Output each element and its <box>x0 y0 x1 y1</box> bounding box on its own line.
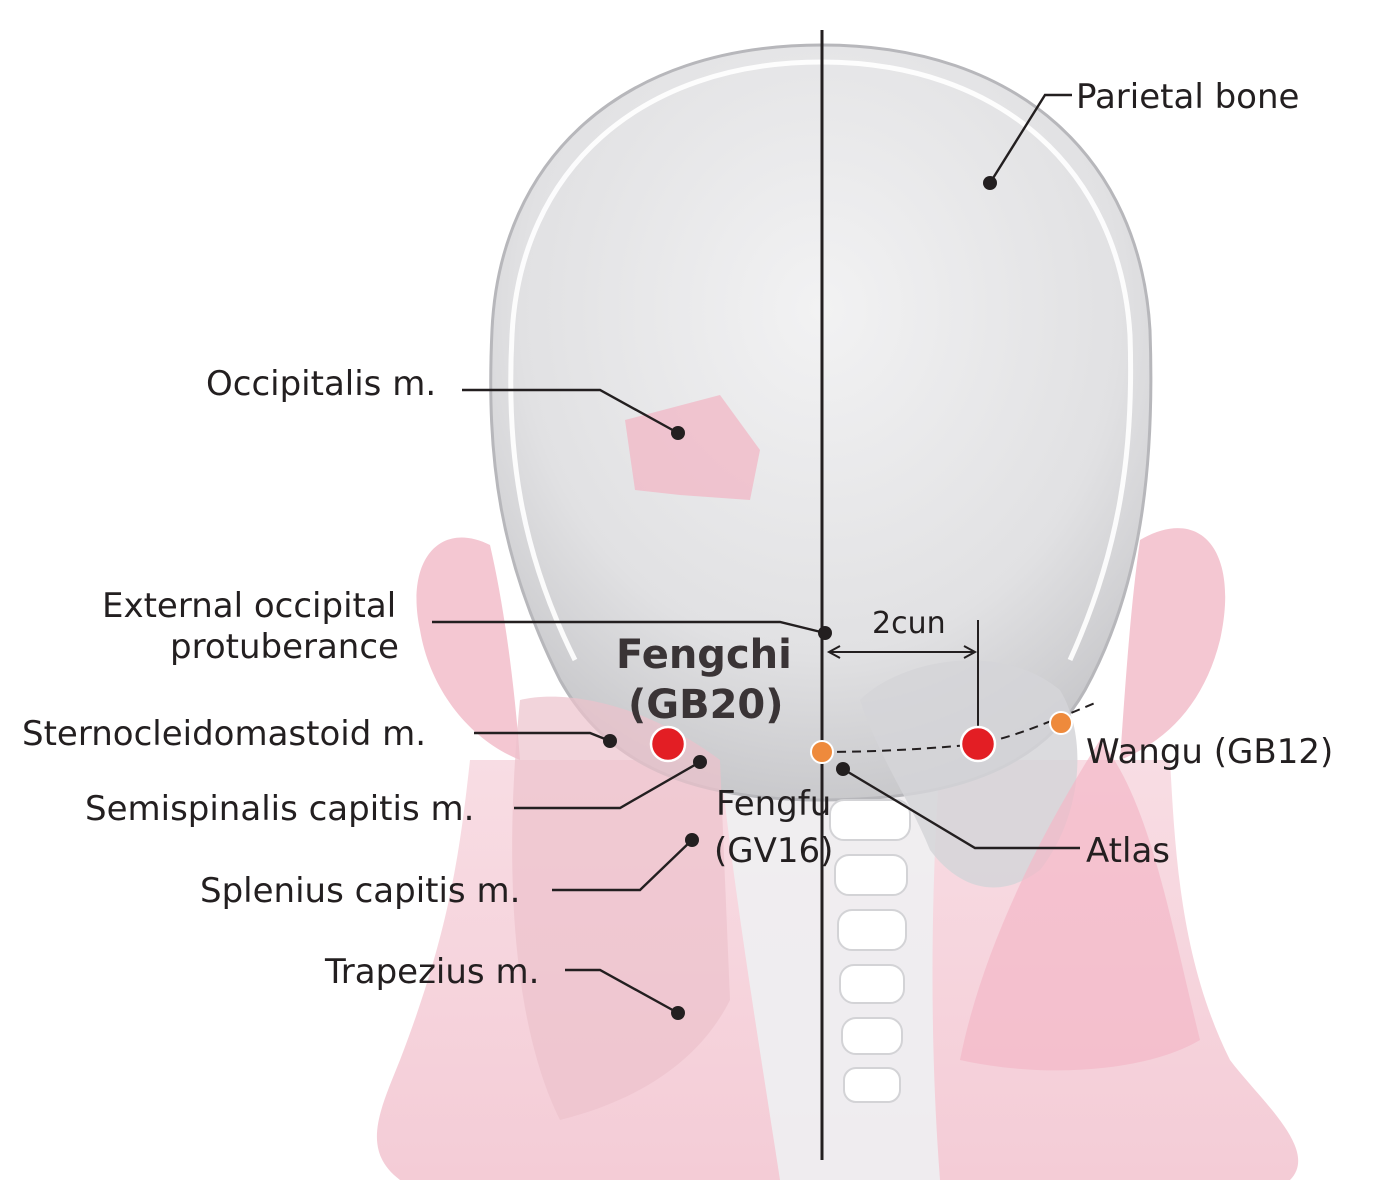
skull-rim-right <box>821 59 1134 662</box>
occipitalis-point <box>671 426 685 440</box>
left-ear <box>416 537 520 760</box>
fengfu-code-label: (GV16) <box>714 831 833 871</box>
wangu-label: Wangu (GB12) <box>1086 732 1333 772</box>
parietal-bone-label: Parietal bone <box>1076 77 1299 117</box>
cervical-vertebrae <box>829 799 911 1103</box>
skull-rim <box>508 59 823 662</box>
scm-point <box>603 734 617 748</box>
trapezius-leader <box>565 968 679 1015</box>
parietal-bone-leader <box>988 93 1072 184</box>
occipitalis-leader <box>462 388 679 435</box>
semispinalis-point <box>693 755 707 769</box>
semispinalis-leader <box>514 760 701 810</box>
parietal-bone-point <box>983 176 997 190</box>
fengchi-point-right <box>959 725 997 763</box>
fengfu-label: Fengfu <box>716 784 831 824</box>
wangu-point <box>1049 711 1073 735</box>
scm-leader <box>474 731 611 743</box>
splenius-point <box>685 833 699 847</box>
right-ear <box>1120 528 1226 760</box>
fengchi-code-label: (GB20) <box>628 682 784 728</box>
external-occipital-label-2: protuberance <box>170 627 399 667</box>
distance-arrowhead-left <box>826 645 841 659</box>
distance-arrowhead-right <box>963 645 978 659</box>
occipitalis-label: Occipitalis m. <box>206 364 436 404</box>
external-occipital-label-1: External occipital <box>102 586 396 626</box>
external-occipital-point <box>818 626 832 640</box>
fengchi-label: Fengchi <box>616 632 792 678</box>
distance-label: 2cun <box>872 606 946 641</box>
semispinalis-label: Semispinalis capitis m. <box>85 789 474 829</box>
fengchi-point-left <box>649 725 687 763</box>
splenius-leader <box>552 839 693 892</box>
fengfu-point <box>810 740 834 764</box>
scm-label: Sternocleidomastoid m. <box>22 714 426 754</box>
occipital-base <box>860 660 1078 888</box>
splenius-label: Splenius capitis m. <box>200 871 520 911</box>
right-neck-muscles <box>960 740 1200 1071</box>
trapezius-point <box>671 1006 685 1020</box>
atlas-label: Atlas <box>1086 831 1170 871</box>
atlas-leader <box>842 767 1080 850</box>
atlas-point <box>836 762 850 776</box>
trapezius-label: Trapezius m. <box>324 952 539 992</box>
external-occipital-leader <box>432 620 826 635</box>
